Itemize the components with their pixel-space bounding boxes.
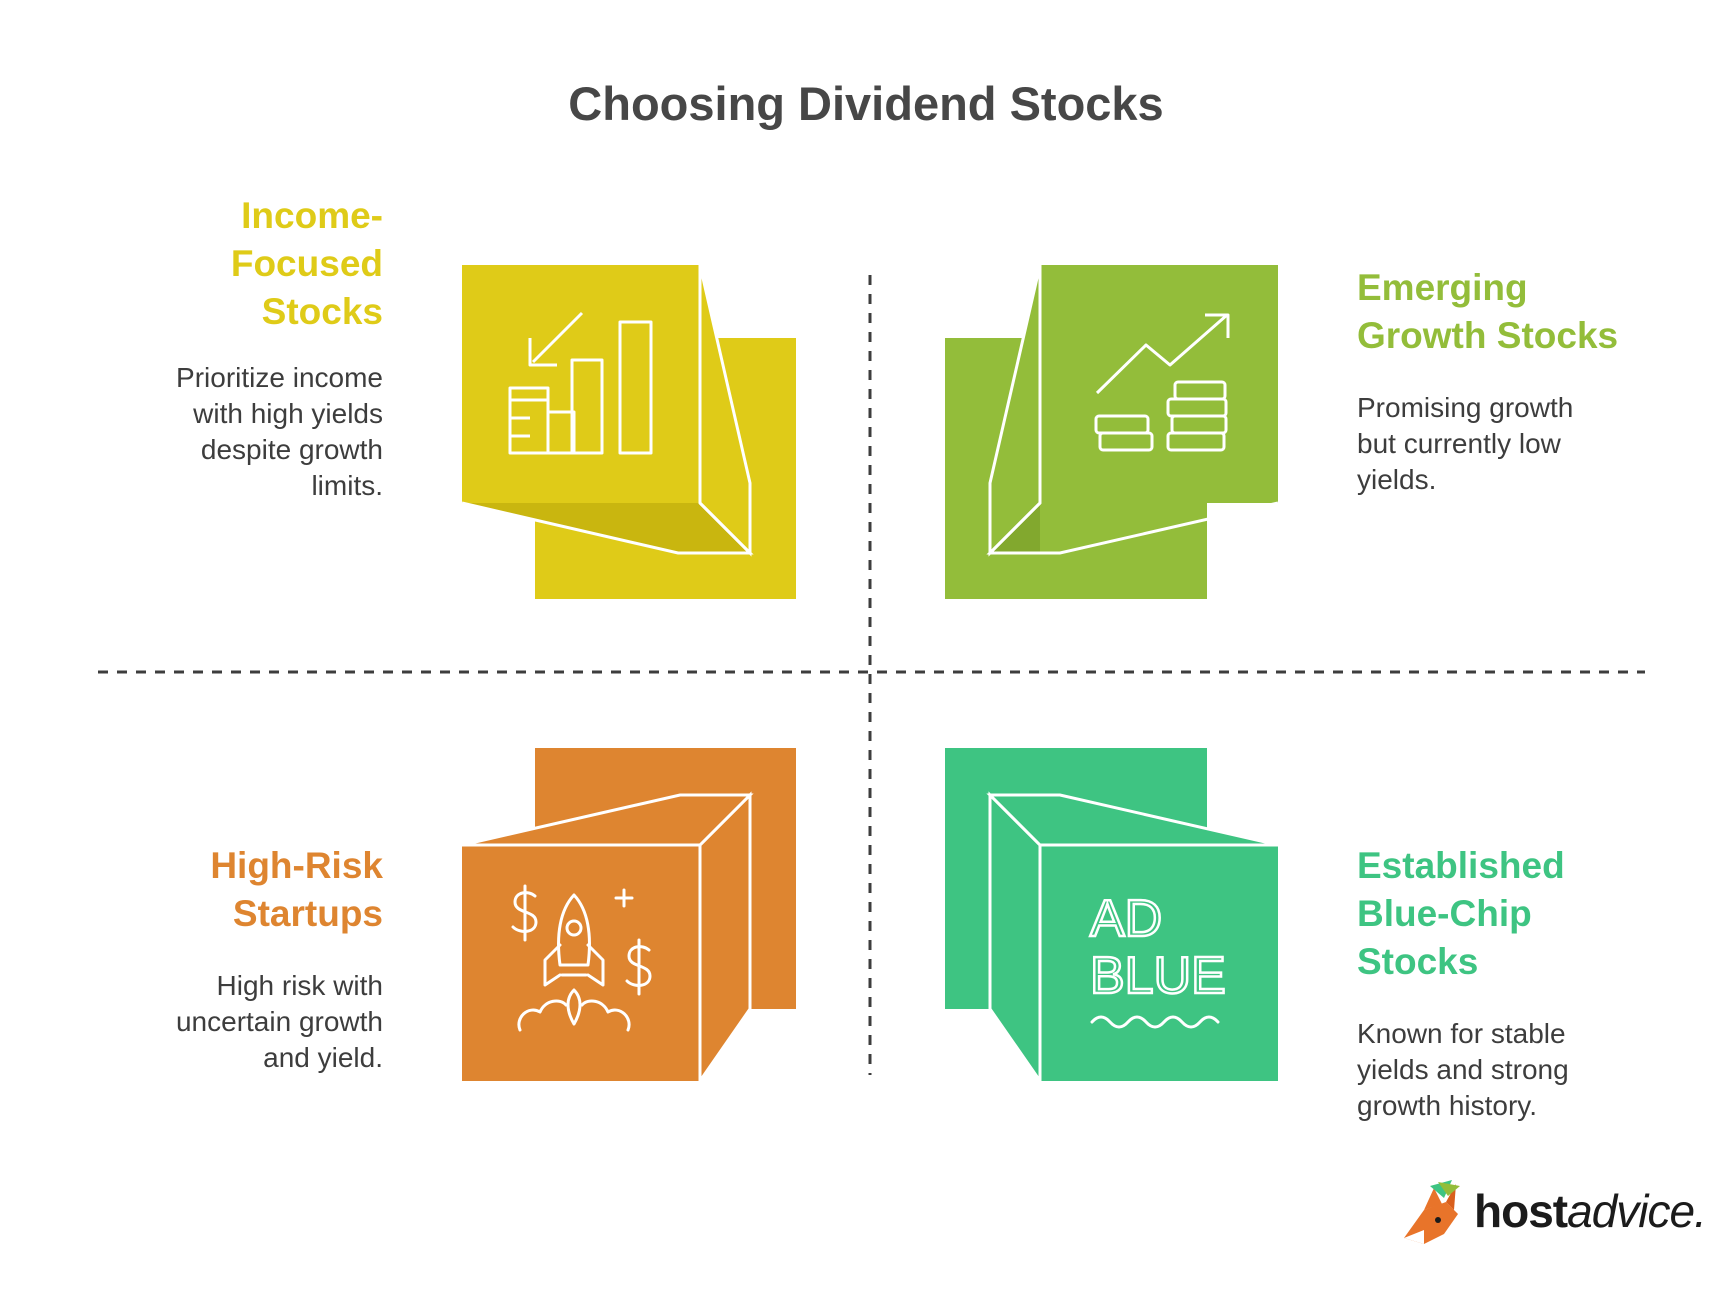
startups-desc-line-3: and yield. bbox=[263, 1042, 383, 1073]
startups-block bbox=[461, 748, 796, 1086]
bluechip-block: AD BLUE bbox=[945, 748, 1279, 1086]
growth-coins-icon bbox=[1094, 313, 1230, 452]
page-title: Choosing Dividend Stocks bbox=[568, 77, 1164, 130]
emerging-desc-line-1: Promising growth bbox=[1357, 392, 1574, 423]
emerging-desc-line-2: but currently low bbox=[1357, 428, 1561, 459]
income-desc-line-4: limits. bbox=[311, 470, 383, 501]
startups-front-square bbox=[462, 845, 700, 1081]
ad-text: AD bbox=[1090, 890, 1162, 948]
blue-text: BLUE bbox=[1090, 947, 1226, 1005]
emerging-heading: Emerging Growth Stocks bbox=[1357, 264, 1677, 360]
bar-chart-decline-icon bbox=[508, 311, 653, 455]
income-desc-line-3: despite growth bbox=[200, 434, 383, 465]
ad-blue-icon: AD BLUE bbox=[1089, 889, 1227, 1029]
startups-description: High risk with uncertain growth and yiel… bbox=[100, 968, 383, 1076]
emerging-block bbox=[945, 264, 1279, 599]
bluechip-heading-line-2: Blue-Chip bbox=[1357, 893, 1532, 934]
income-desc-line-1: Prioritize income bbox=[176, 362, 383, 393]
emerging-heading-line-2: Growth Stocks bbox=[1357, 315, 1619, 356]
logo-rest-part: advice. bbox=[1567, 1185, 1707, 1237]
startups-desc-line-1: High risk with bbox=[216, 970, 383, 1001]
logo-bold-part: host bbox=[1474, 1185, 1568, 1237]
bluechip-desc-line-2: yields and strong bbox=[1357, 1054, 1569, 1085]
emerging-heading-line-1: Emerging bbox=[1357, 267, 1528, 308]
bluechip-desc-line-1: Known for stable bbox=[1357, 1018, 1566, 1049]
startups-heading: High-Risk Startups bbox=[150, 842, 383, 938]
bluechip-front-square bbox=[1040, 845, 1278, 1081]
income-front-square bbox=[462, 265, 700, 503]
income-heading-line-3: Stocks bbox=[261, 291, 383, 332]
income-heading-line-2: Focused bbox=[230, 243, 383, 284]
startups-desc-line-2: uncertain growth bbox=[175, 1006, 383, 1037]
rocket-dollar-icon bbox=[511, 884, 652, 1032]
startups-heading-line-1: High-Risk bbox=[210, 845, 383, 886]
bluechip-heading-line-1: Established bbox=[1357, 845, 1565, 886]
emerging-desc-line-3: yields. bbox=[1357, 464, 1437, 495]
income-description: Prioritize income with high yields despi… bbox=[100, 360, 383, 504]
income-heading-line-1: Income- bbox=[241, 195, 383, 236]
startups-heading-line-2: Startups bbox=[232, 893, 383, 934]
fox-mascot-icon bbox=[1404, 1180, 1460, 1244]
emerging-front-square bbox=[1040, 265, 1278, 503]
income-heading: Income- Focused Stocks bbox=[150, 192, 383, 336]
bluechip-desc-line-3: growth history. bbox=[1357, 1090, 1537, 1121]
bluechip-heading-line-3: Stocks bbox=[1357, 941, 1479, 982]
income-block bbox=[461, 264, 796, 599]
hostadvice-wordmark: hostadvice. bbox=[1474, 1184, 1707, 1238]
income-desc-line-2: with high yields bbox=[193, 398, 383, 429]
bluechip-heading: Established Blue-Chip Stocks bbox=[1357, 842, 1677, 986]
emerging-description: Promising growth but currently low yield… bbox=[1357, 390, 1657, 498]
hostadvice-logo: hostadvice. bbox=[1394, 1180, 1707, 1250]
bluechip-description: Known for stable yields and strong growt… bbox=[1357, 1016, 1657, 1124]
